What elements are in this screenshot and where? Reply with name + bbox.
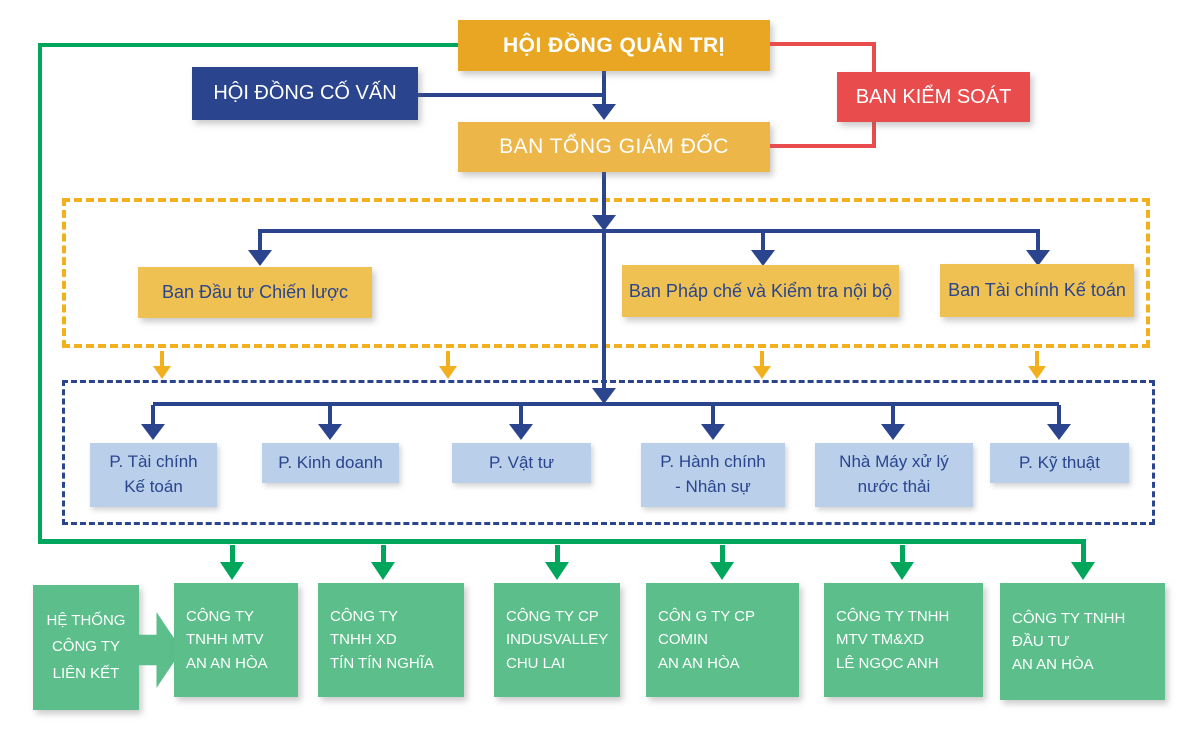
department-box-finance-accounting: P. Tài chính Kế toán [90, 443, 217, 507]
company-box-4: CÔN G TY CP COMIN AN AN HÒA [646, 583, 799, 697]
down-arrow-icon [1047, 424, 1071, 440]
green-drop-1 [230, 545, 235, 563]
board-box: HỘI ĐỒNG QUẢN TRỊ [458, 20, 770, 71]
company-box-2: CÔNG TY TNHH XD TÍN TÍN NGHĨA [318, 583, 464, 697]
committee-box-finance-accounting: Ban Tài chính Kế toán [940, 264, 1134, 317]
down-arrow-icon [592, 215, 616, 231]
general-directorate-box: BAN TỔNG GIÁM ĐỐC [458, 122, 770, 172]
down-arrow-icon [371, 562, 395, 580]
down-arrow-icon [710, 562, 734, 580]
green-drop-3 [555, 545, 560, 563]
dept-drop-4 [711, 405, 715, 425]
down-arrow-icon [545, 562, 569, 580]
company-box-3: CÔNG TY CP INDUSVALLEY CHU LAI [494, 583, 620, 697]
committee-box-legal-internal-audit: Ban Pháp chế và Kiểm tra nội bộ [622, 265, 899, 317]
company-box-6: CÔNG TY TNHH ĐẦU TƯ AN AN HÒA [1000, 583, 1165, 700]
yellow-drop-1 [160, 351, 164, 367]
green-connector-top [38, 43, 458, 47]
green-drop-5 [900, 545, 905, 563]
down-arrow-icon [1028, 366, 1046, 379]
department-box-materials: P. Vật tư [452, 443, 591, 483]
down-arrow-icon [141, 424, 165, 440]
down-arrow-icon [1026, 250, 1050, 266]
down-arrow-icon [248, 250, 272, 266]
department-box-admin-hr: P. Hành chính - Nhân sự [641, 443, 785, 507]
green-drop-2 [381, 545, 386, 563]
down-arrow-icon [592, 104, 616, 120]
committees-group-frame [62, 198, 1150, 348]
down-arrow-icon [1071, 562, 1095, 580]
dept-drop-6 [1057, 405, 1061, 425]
committees-branch-line [258, 229, 1040, 233]
departments-group-frame [62, 380, 1155, 525]
committee-box-strategic-investment: Ban Đầu tư Chiến lược [138, 267, 372, 318]
green-drop-4 [720, 545, 725, 563]
department-box-business: P. Kinh doanh [262, 443, 399, 483]
down-arrow-icon [318, 424, 342, 440]
down-arrow-icon [701, 424, 725, 440]
down-arrow-icon [509, 424, 533, 440]
down-arrow-icon [439, 366, 457, 379]
affiliates-header-box: HỆ THỐNG CÔNG TY LIÊN KẾT [33, 585, 139, 710]
down-arrow-icon [220, 562, 244, 580]
committee-drop-2 [761, 232, 765, 251]
company-box-1: CÔNG TY TNHH MTV AN AN HÒA [174, 583, 298, 697]
green-connector-end [1081, 539, 1086, 563]
red-connector-bottom [770, 144, 876, 148]
down-arrow-icon [890, 562, 914, 580]
dept-drop-3 [519, 405, 523, 425]
advisory-connector [418, 93, 604, 97]
navy-center-line-1 [602, 71, 606, 106]
red-connector-top [770, 42, 876, 46]
down-arrow-icon [881, 424, 905, 440]
yellow-drop-3 [760, 351, 764, 367]
down-arrow-icon [153, 366, 171, 379]
dept-drop-1 [151, 405, 155, 425]
committee-drop-1 [258, 232, 262, 251]
department-box-wastewater-plant: Nhà Máy xử lý nước thải [815, 443, 973, 507]
down-arrow-icon [753, 366, 771, 379]
department-box-technical: P. Kỹ thuật [990, 443, 1129, 483]
yellow-drop-4 [1035, 351, 1039, 367]
navy-center-line-2 [602, 172, 606, 217]
departments-branch-line [153, 402, 1059, 406]
green-connector-left [38, 43, 42, 542]
dept-drop-5 [891, 405, 895, 425]
advisory-board-box: HỘI ĐỒNG CỐ VẤN [192, 67, 418, 120]
company-box-5: CÔNG TY TNHH MTV TM&XD LÊ NGỌC ANH [824, 583, 983, 697]
yellow-drop-2 [446, 351, 450, 367]
green-connector-bottom [38, 539, 1086, 544]
dept-drop-2 [328, 405, 332, 425]
supervisory-board-box: BAN KIỂM SOÁT [837, 72, 1030, 122]
down-arrow-icon [751, 250, 775, 266]
committee-drop-3 [1036, 232, 1040, 251]
navy-center-line-3 [602, 233, 606, 390]
down-arrow-icon [592, 388, 616, 404]
